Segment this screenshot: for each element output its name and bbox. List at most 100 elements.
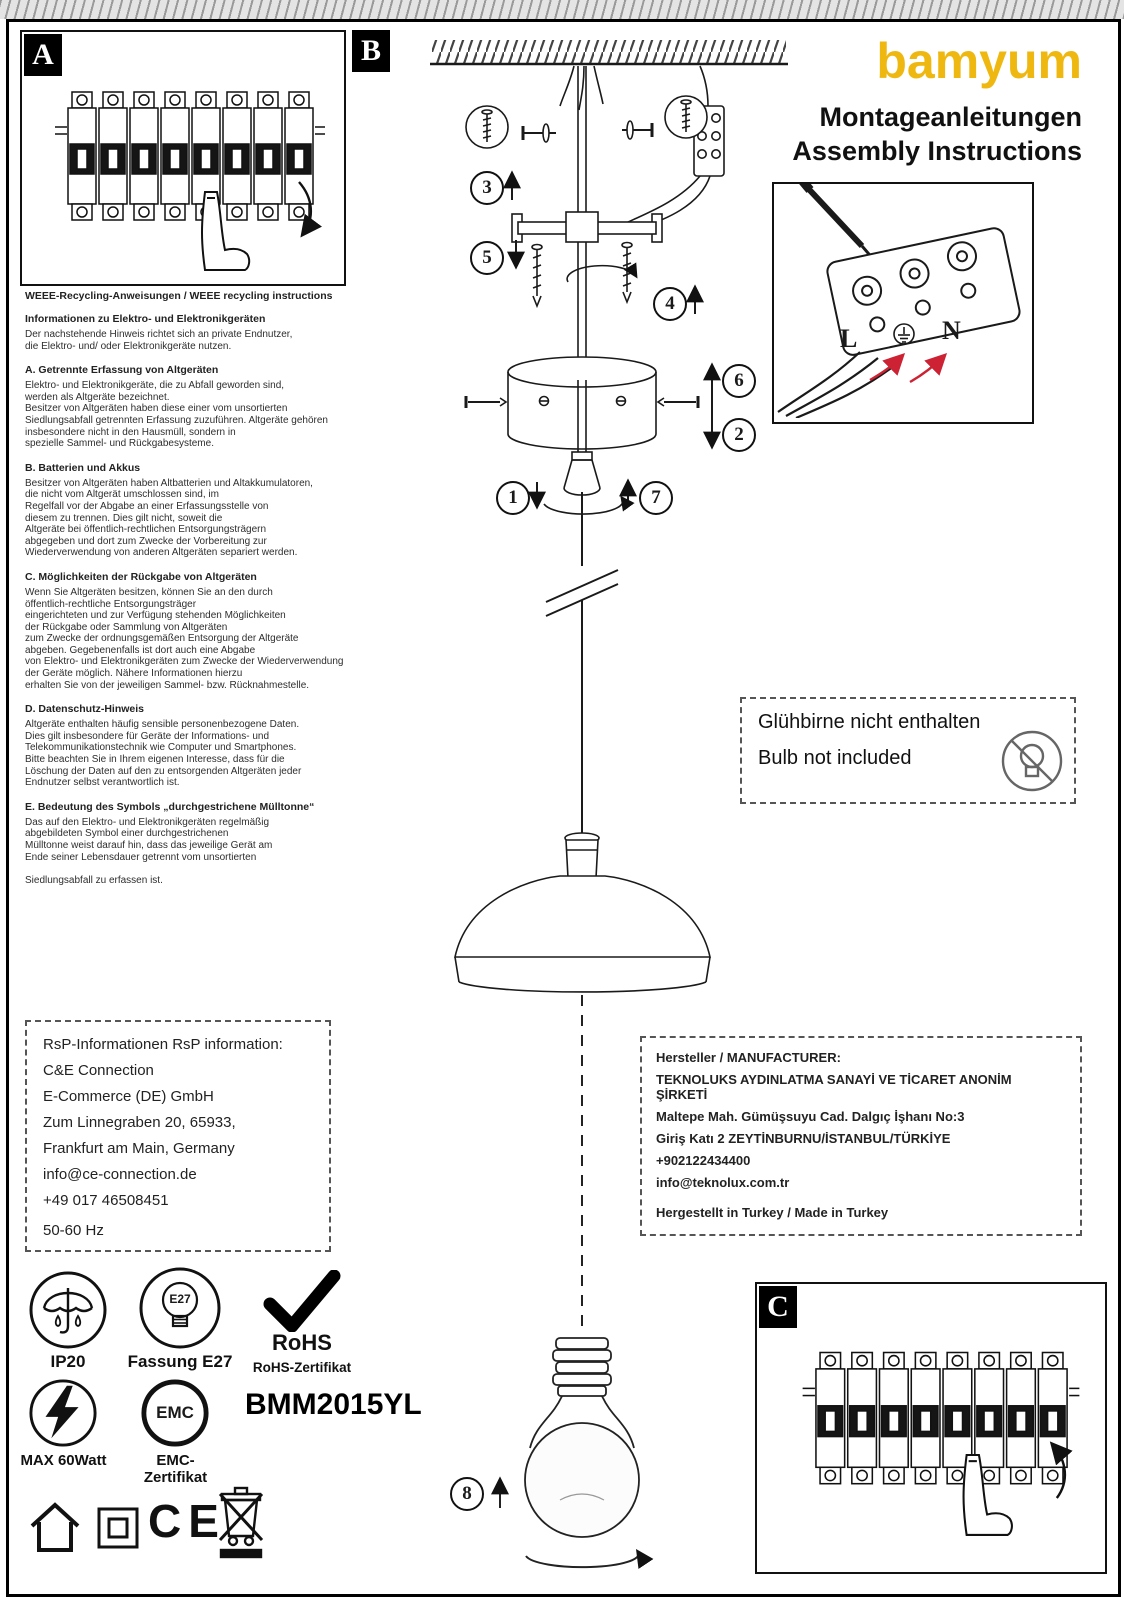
terminal-n-label: N: [942, 316, 961, 345]
cord-grip: [563, 459, 601, 496]
step-badge-7: 7: [639, 481, 673, 515]
breaker-illustration-c: [802, 1351, 1080, 1536]
canopy-screw-left: [464, 396, 508, 408]
weee-body: Wenn Sie Altgeräten besitzen, können Sie…: [25, 586, 344, 691]
max-watt-icon: [29, 1379, 97, 1447]
weee-footer: Siedlungsabfall zu erfassen ist.: [25, 875, 163, 887]
mfr-line-phone: +902122434400: [656, 1153, 751, 1168]
mfr-line: Giriş Katı 2 ZEYTİNBURNU/İSTANBUL/TÜRKİY…: [656, 1131, 951, 1146]
weee-section-a: A. Getrennte Erfassung von Altgeräten El…: [25, 364, 432, 450]
panel-c: C: [755, 1282, 1107, 1574]
mfr-line-origin: Hergestellt in Turkey / Made in Turkey: [656, 1205, 889, 1220]
rotate-arrow-bracket: [566, 262, 638, 283]
rsp-info-box: RsP-Informationen RsP information: C&E C…: [25, 1020, 331, 1252]
weee-body: Das auf den Elektro- und Elektronikgerät…: [25, 816, 273, 863]
scan-edge-strip: [0, 0, 1124, 19]
pushing-hand-icon: [962, 1453, 1013, 1536]
rsp-line-frequency: 50-60 Hz: [43, 1222, 104, 1239]
bulb-not-included-box: Glühbirne nicht enthalten Bulb not inclu…: [740, 697, 1076, 804]
wire-insert-arrows: [869, 352, 948, 384]
e27-inner-label: E27: [169, 1292, 191, 1306]
max-watt-label: MAX 60Watt: [20, 1452, 107, 1469]
weee-body: Besitzer von Altgeräten haben Altbatteri…: [25, 477, 313, 559]
mfr-line: Maltepe Mah. Gümüşsuyu Cad. Dalgıç İşhan…: [656, 1109, 965, 1124]
no-bulb-icon: [1001, 730, 1063, 792]
weee-title: WEEE-Recycling-Anweisungen / WEEE recycl…: [25, 290, 333, 302]
panel-a: A: [20, 30, 346, 286]
ground-symbol-icon: [893, 323, 915, 345]
canopy-screw-right: [656, 396, 700, 408]
dashed-drop-line: [581, 995, 583, 1330]
double-insulation-icon: [97, 1507, 139, 1549]
weee-section-c: C. Möglichkeiten der Rückgabe von Altger…: [25, 571, 432, 691]
ceiling-hatch: [432, 40, 786, 64]
weee-bin-icon: [218, 1486, 264, 1559]
e27-label: Fassung E27: [127, 1352, 233, 1371]
terminal-block-detail: [826, 227, 1021, 356]
weee-heading: C. Möglichkeiten der Rückgabe von Altger…: [25, 570, 257, 583]
mfr-line: TEKNOLUKS AYDINLATMA SANAYİ VE TİCARET A…: [656, 1072, 1012, 1102]
swing-arrow-icon: [298, 181, 323, 238]
swing-up-arrow-icon: [1049, 1441, 1073, 1499]
anchor-screw-right: [622, 120, 654, 140]
step-badge-8: 8: [450, 1477, 484, 1511]
lamp-shade: [454, 875, 711, 993]
brand-logo: bamyum: [876, 33, 1082, 89]
subtitle-en: Assembly Instructions: [792, 136, 1082, 166]
assembly-diagram: [430, 40, 788, 993]
weee-heading: E. Bedeutung des Symbols „durchgestriche…: [25, 800, 315, 813]
step-badge-5: 5: [470, 241, 504, 275]
breaker-illustration-a: [55, 91, 325, 271]
weee-section-e: E. Bedeutung des Symbols „durchgestriche…: [25, 801, 432, 863]
ip20-label: IP20: [50, 1352, 86, 1371]
wiring-detail-illustration: [777, 184, 1021, 418]
bracket-screw-left: [531, 243, 543, 309]
rsp-line: RsP-Informationen RsP information:: [43, 1036, 283, 1053]
wiring-detail-box: L N: [772, 182, 1034, 424]
bracket-screw-right: [621, 241, 633, 305]
rohs-check-icon: [263, 1270, 341, 1332]
weee-heading: A. Getrennte Erfassung von Altgeräten: [25, 364, 219, 377]
screw-callout-right: [664, 95, 708, 139]
panel-b-label: B: [352, 30, 390, 72]
rotate-arrow-bulb: [525, 1548, 654, 1569]
rsp-line: C&E Connection: [43, 1062, 154, 1079]
step-badge-6: 6: [722, 364, 756, 398]
terminal-l-label: L: [840, 324, 858, 353]
rohs-label: RoHS: [272, 1330, 332, 1355]
subtitle-de: Montageanleitungen: [819, 102, 1083, 132]
emc-cert-label: EMC-Zertifikat: [143, 1452, 208, 1486]
step-badge-4: 4: [653, 287, 687, 321]
weee-body: Der nachstehende Hinweis richtet sich an…: [25, 329, 293, 352]
step-badge-2: 2: [722, 418, 756, 452]
model-number: BMM2015YL: [245, 1388, 422, 1421]
rsp-line: +49 017 46508451: [43, 1192, 169, 1209]
rotate-arrow-cordgrip: [543, 495, 635, 515]
ce-mark: CE: [148, 1495, 226, 1547]
panel-c-label: C: [759, 1286, 797, 1328]
bulb-note-en: Bulb not included: [758, 747, 912, 769]
ip20-icon: [29, 1271, 107, 1349]
panel-a-label: A: [24, 34, 62, 76]
mounting-bracket: [511, 211, 663, 243]
bulb-illustration: [491, 1337, 654, 1569]
weee-heading: D. Datenschutz-Hinweis: [25, 703, 145, 716]
house-icon: [30, 1502, 80, 1552]
e27-socket-icon: [139, 1267, 221, 1349]
weee-heading: Informationen zu Elektro- und Elektronik…: [25, 313, 266, 325]
weee-text-column: WEEE-Recycling-Anweisungen / WEEE recycl…: [25, 290, 432, 887]
rohs-cert-label: RoHS-Zertifikat: [252, 1360, 352, 1375]
step-badge-1: 1: [496, 481, 530, 515]
bulb-note-de: Glühbirne nicht enthalten: [758, 711, 981, 733]
step-badge-3: 3: [470, 171, 504, 205]
weee-body: Altgeräte enthalten häufig sensible pers…: [25, 719, 302, 789]
weee-section-info: Informationen zu Elektro- und Elektronik…: [25, 313, 432, 352]
manufacturer-box: Hersteller / MANUFACTURER: TEKNOLUKS AYD…: [640, 1036, 1082, 1236]
rsp-line: Zum Linnegraben 20, 65933,: [43, 1114, 236, 1131]
mfr-line: Hersteller / MANUFACTURER:: [656, 1050, 841, 1065]
mfr-line-email: info@teknolux.com.tr: [656, 1175, 790, 1190]
lamp-holder: [564, 832, 600, 879]
weee-heading: B. Batterien und Akkus: [25, 461, 141, 474]
weee-section-b: B. Batterien und Akkus Besitzer von Altg…: [25, 462, 432, 559]
screw-callout-left: [465, 105, 509, 149]
